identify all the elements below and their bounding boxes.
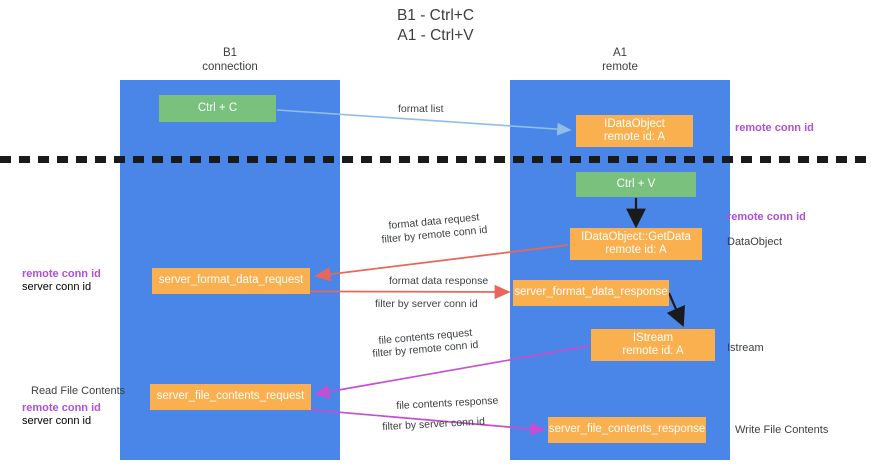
node-istream-label: IStream	[632, 331, 674, 344]
side-label-write-file-contents: Write File Contents	[735, 424, 829, 436]
side-label-read-file-contents: Read File Contents	[31, 385, 126, 397]
page-title: B1 - Ctrl+C A1 - Ctrl+V	[0, 6, 871, 46]
node-istream-remote-id: remote id: A	[622, 345, 684, 357]
lane-header-a1-role: remote	[602, 61, 638, 73]
filter-key-server-conn-id: server conn id	[418, 415, 486, 432]
node-server-format-data-response-label: server_format_data_response	[514, 286, 668, 299]
lane-header-a1-name: A1	[612, 47, 628, 59]
arrow-label-file-contents-response-filter: filter by server conn id	[382, 416, 485, 434]
node-ctrl-c-label: Ctrl + C	[197, 101, 238, 114]
side-label-remote-conn-id-top: remote conn id	[735, 122, 814, 134]
node-idataobject[interactable]: IDataObject remote id: A	[576, 115, 693, 147]
lane-header-b1-name: B1	[222, 47, 238, 59]
lane-header-b1: B1 connection	[120, 46, 340, 74]
side-label-dataobject: DataObject	[727, 236, 783, 248]
page-title-line-2: A1 - Ctrl+V	[397, 27, 474, 44]
side-label-remote-conn-id-mid: remote conn id	[727, 211, 806, 223]
node-server-file-contents-request-label: server_file_contents_request	[156, 390, 305, 403]
side-label-istream: Istream	[727, 342, 764, 354]
node-istream[interactable]: IStream remote id: A	[591, 329, 715, 361]
page-title-line-1: B1 - Ctrl+C	[396, 7, 475, 24]
filter-prefix: filter by	[375, 298, 412, 310]
node-idataobject-label: IDataObject	[604, 117, 665, 130]
node-ctrl-v[interactable]: Ctrl + V	[576, 172, 696, 197]
side-label-remote-conn-id-2: remote conn id	[22, 402, 101, 414]
node-idataobject-remote-id: remote id: A	[603, 131, 666, 143]
side-label-server-conn-id-2: server conn id	[22, 415, 92, 427]
side-label-remote-conn-id-1: remote conn id	[22, 268, 101, 280]
node-idataobject-getdata-remote-id: remote id: A	[605, 244, 667, 256]
node-server-format-data-request[interactable]: server_format_data_request	[152, 268, 310, 294]
node-ctrl-c[interactable]: Ctrl + C	[159, 95, 276, 122]
filter-prefix: filter by	[381, 230, 419, 246]
arrow-label-format-list: format list	[398, 103, 444, 115]
side-label-server-conn-id-1: server conn id	[22, 281, 92, 293]
phase-divider	[0, 156, 871, 163]
node-server-format-data-request-label: server_format_data_request	[158, 274, 304, 287]
node-server-file-contents-request[interactable]: server_file_contents_request	[150, 384, 311, 410]
lane-header-b1-role: connection	[202, 61, 258, 73]
filter-key-server-conn-id: server conn id	[411, 298, 478, 310]
arrow-label-format-data-response: format data response	[389, 275, 489, 287]
node-idataobject-getdata[interactable]: IDataObject::GetData remote id: A	[570, 228, 702, 260]
node-server-format-data-response[interactable]: server_format_data_response	[513, 280, 669, 306]
arrow-label-format-data-response-filter: filter by server conn id	[375, 298, 478, 311]
side-label-conn-ids-bottom: remote conn id server conn id	[22, 402, 101, 428]
node-idataobject-getdata-label: IDataObject::GetData	[581, 230, 691, 243]
node-ctrl-v-label: Ctrl + V	[616, 177, 656, 190]
lane-header-a1: A1 remote	[510, 46, 730, 74]
arrow-label-file-contents-response: file contents response	[396, 394, 499, 412]
filter-prefix: filter by	[372, 344, 410, 360]
node-server-file-contents-response-label: server_file_contents_response	[548, 423, 706, 436]
side-label-conn-ids-top: remote conn id server conn id	[22, 268, 101, 294]
filter-prefix: filter by	[382, 419, 420, 433]
node-server-file-contents-response[interactable]: server_file_contents_response	[548, 417, 706, 443]
